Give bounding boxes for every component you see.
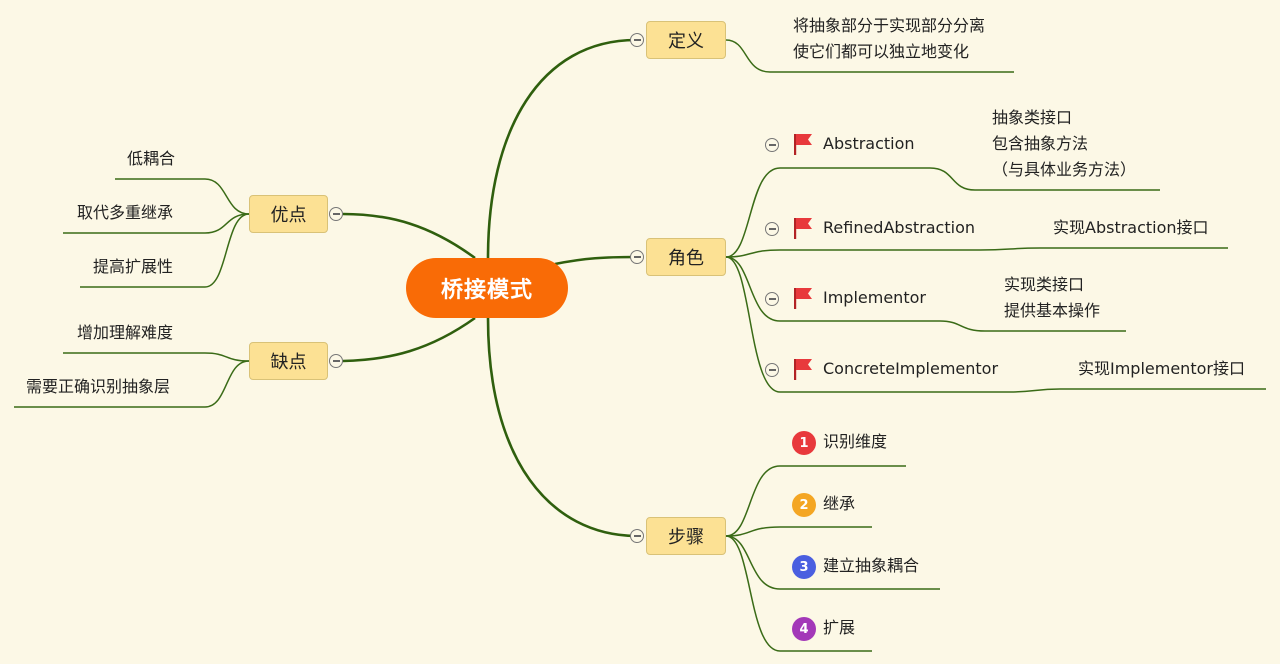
link-dis-2 (14, 360, 250, 408)
link-root-definition (486, 38, 637, 259)
link-step-4 (725, 535, 872, 652)
roles-collapse-icon[interactable] (630, 250, 644, 264)
red-flag-icon (794, 218, 812, 239)
role-refined-name: RefinedAbstraction (823, 218, 975, 237)
advantage-1: 低耦合 (127, 149, 176, 168)
link-refined-detail (979, 247, 1228, 251)
link-role-implementor (725, 256, 940, 322)
branch-advantages[interactable]: 优点 (249, 195, 328, 233)
link-definition-detail (725, 39, 1014, 73)
steps-collapse-icon[interactable] (630, 529, 644, 543)
step-3-label: 建立抽象耦合 (823, 556, 920, 575)
advantage-2: 取代多重继承 (77, 203, 174, 222)
link-step-1 (725, 465, 906, 537)
role-abstraction-name: Abstraction (823, 134, 915, 153)
step-2-number-icon: 2 (792, 493, 816, 517)
implementor-collapse-icon[interactable] (765, 292, 779, 306)
role-abstraction-detail-3: （与具体业务方法） (992, 160, 1137, 179)
disadvantage-1: 增加理解难度 (77, 323, 174, 342)
red-flag-icon (794, 359, 812, 380)
disadvantage-2: 需要正确识别抽象层 (26, 377, 171, 396)
role-refined-detail-1: 实现Abstraction接口 (1053, 218, 1209, 237)
link-step-3 (725, 535, 940, 590)
definition-line-2: 使它们都可以独立地变化 (793, 42, 970, 61)
role-concrete-name: ConcreteImplementor (823, 359, 999, 378)
link-root-roles (554, 255, 637, 266)
link-role-refined (725, 249, 980, 258)
role-implementor-name: Implementor (823, 288, 926, 307)
link-adv-1 (115, 178, 250, 215)
link-adv-2 (63, 213, 250, 234)
link-implementor-detail (939, 320, 1126, 332)
red-flag-icon (794, 288, 812, 309)
link-root-advantages (342, 212, 476, 260)
definition-line-1: 将抽象部分于实现部分分离 (793, 16, 986, 35)
role-concrete-detail-1: 实现Implementor接口 (1078, 359, 1245, 378)
role-implementor-detail-1: 实现类接口 (1004, 275, 1085, 294)
link-role-concrete (725, 256, 1010, 393)
role-abstraction-detail-1: 抽象类接口 (992, 108, 1073, 127)
step-1-label: 识别维度 (823, 432, 888, 451)
step-4-label: 扩展 (823, 618, 856, 637)
role-implementor-detail-2: 提供基本操作 (1004, 301, 1101, 320)
step-4-number-icon: 4 (792, 617, 816, 641)
step-3-number-icon: 3 (792, 555, 816, 579)
advantage-3: 提高扩展性 (93, 257, 174, 276)
link-dis-1 (63, 352, 250, 362)
branch-steps[interactable]: 步骤 (646, 517, 726, 555)
link-adv-3 (80, 213, 250, 288)
link-role-abstraction (725, 167, 930, 258)
step-2-label: 继承 (823, 494, 856, 513)
root-topic[interactable]: 桥接模式 (406, 258, 568, 318)
connector-lines (14, 38, 1266, 652)
abstraction-collapse-icon[interactable] (765, 138, 779, 152)
refined-collapse-icon[interactable] (765, 222, 779, 236)
step-1-number-icon: 1 (792, 431, 816, 455)
link-root-disadvantages (342, 316, 476, 363)
link-step-2 (725, 526, 872, 537)
branch-disadvantages[interactable]: 缺点 (249, 342, 328, 380)
definition-collapse-icon[interactable] (630, 33, 644, 47)
link-root-steps (486, 317, 637, 538)
role-abstraction-detail-2: 包含抽象方法 (992, 134, 1089, 153)
red-flag-icon (794, 134, 812, 155)
disadvantages-collapse-icon[interactable] (329, 354, 343, 368)
advantages-collapse-icon[interactable] (329, 207, 343, 221)
branch-definition[interactable]: 定义 (646, 21, 726, 59)
link-concrete-detail (1009, 388, 1266, 393)
concrete-collapse-icon[interactable] (765, 363, 779, 377)
branch-roles[interactable]: 角色 (646, 238, 726, 276)
link-abstraction-detail (929, 167, 1160, 191)
